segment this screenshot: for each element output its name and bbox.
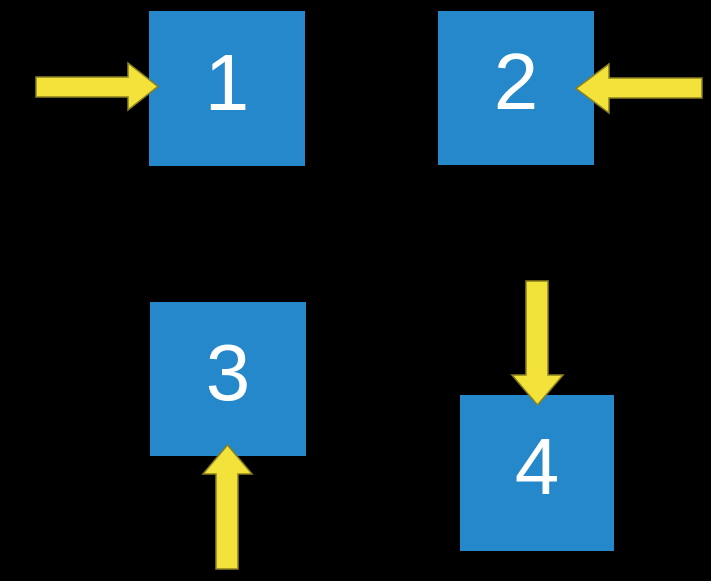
box-1: 1 [149, 11, 305, 166]
arrow-right-icon [35, 61, 160, 112]
arrow-left-icon [574, 62, 703, 115]
arrow-down-icon [510, 280, 565, 407]
box-3-label: 3 [205, 328, 251, 417]
box-4: 4 [460, 395, 614, 551]
box-4-label: 4 [514, 422, 560, 511]
box-2-label: 2 [493, 37, 539, 126]
box-2: 2 [438, 11, 594, 165]
box-3: 3 [150, 302, 306, 456]
box-1-label: 1 [204, 37, 250, 127]
arrow-up-icon [201, 443, 254, 570]
